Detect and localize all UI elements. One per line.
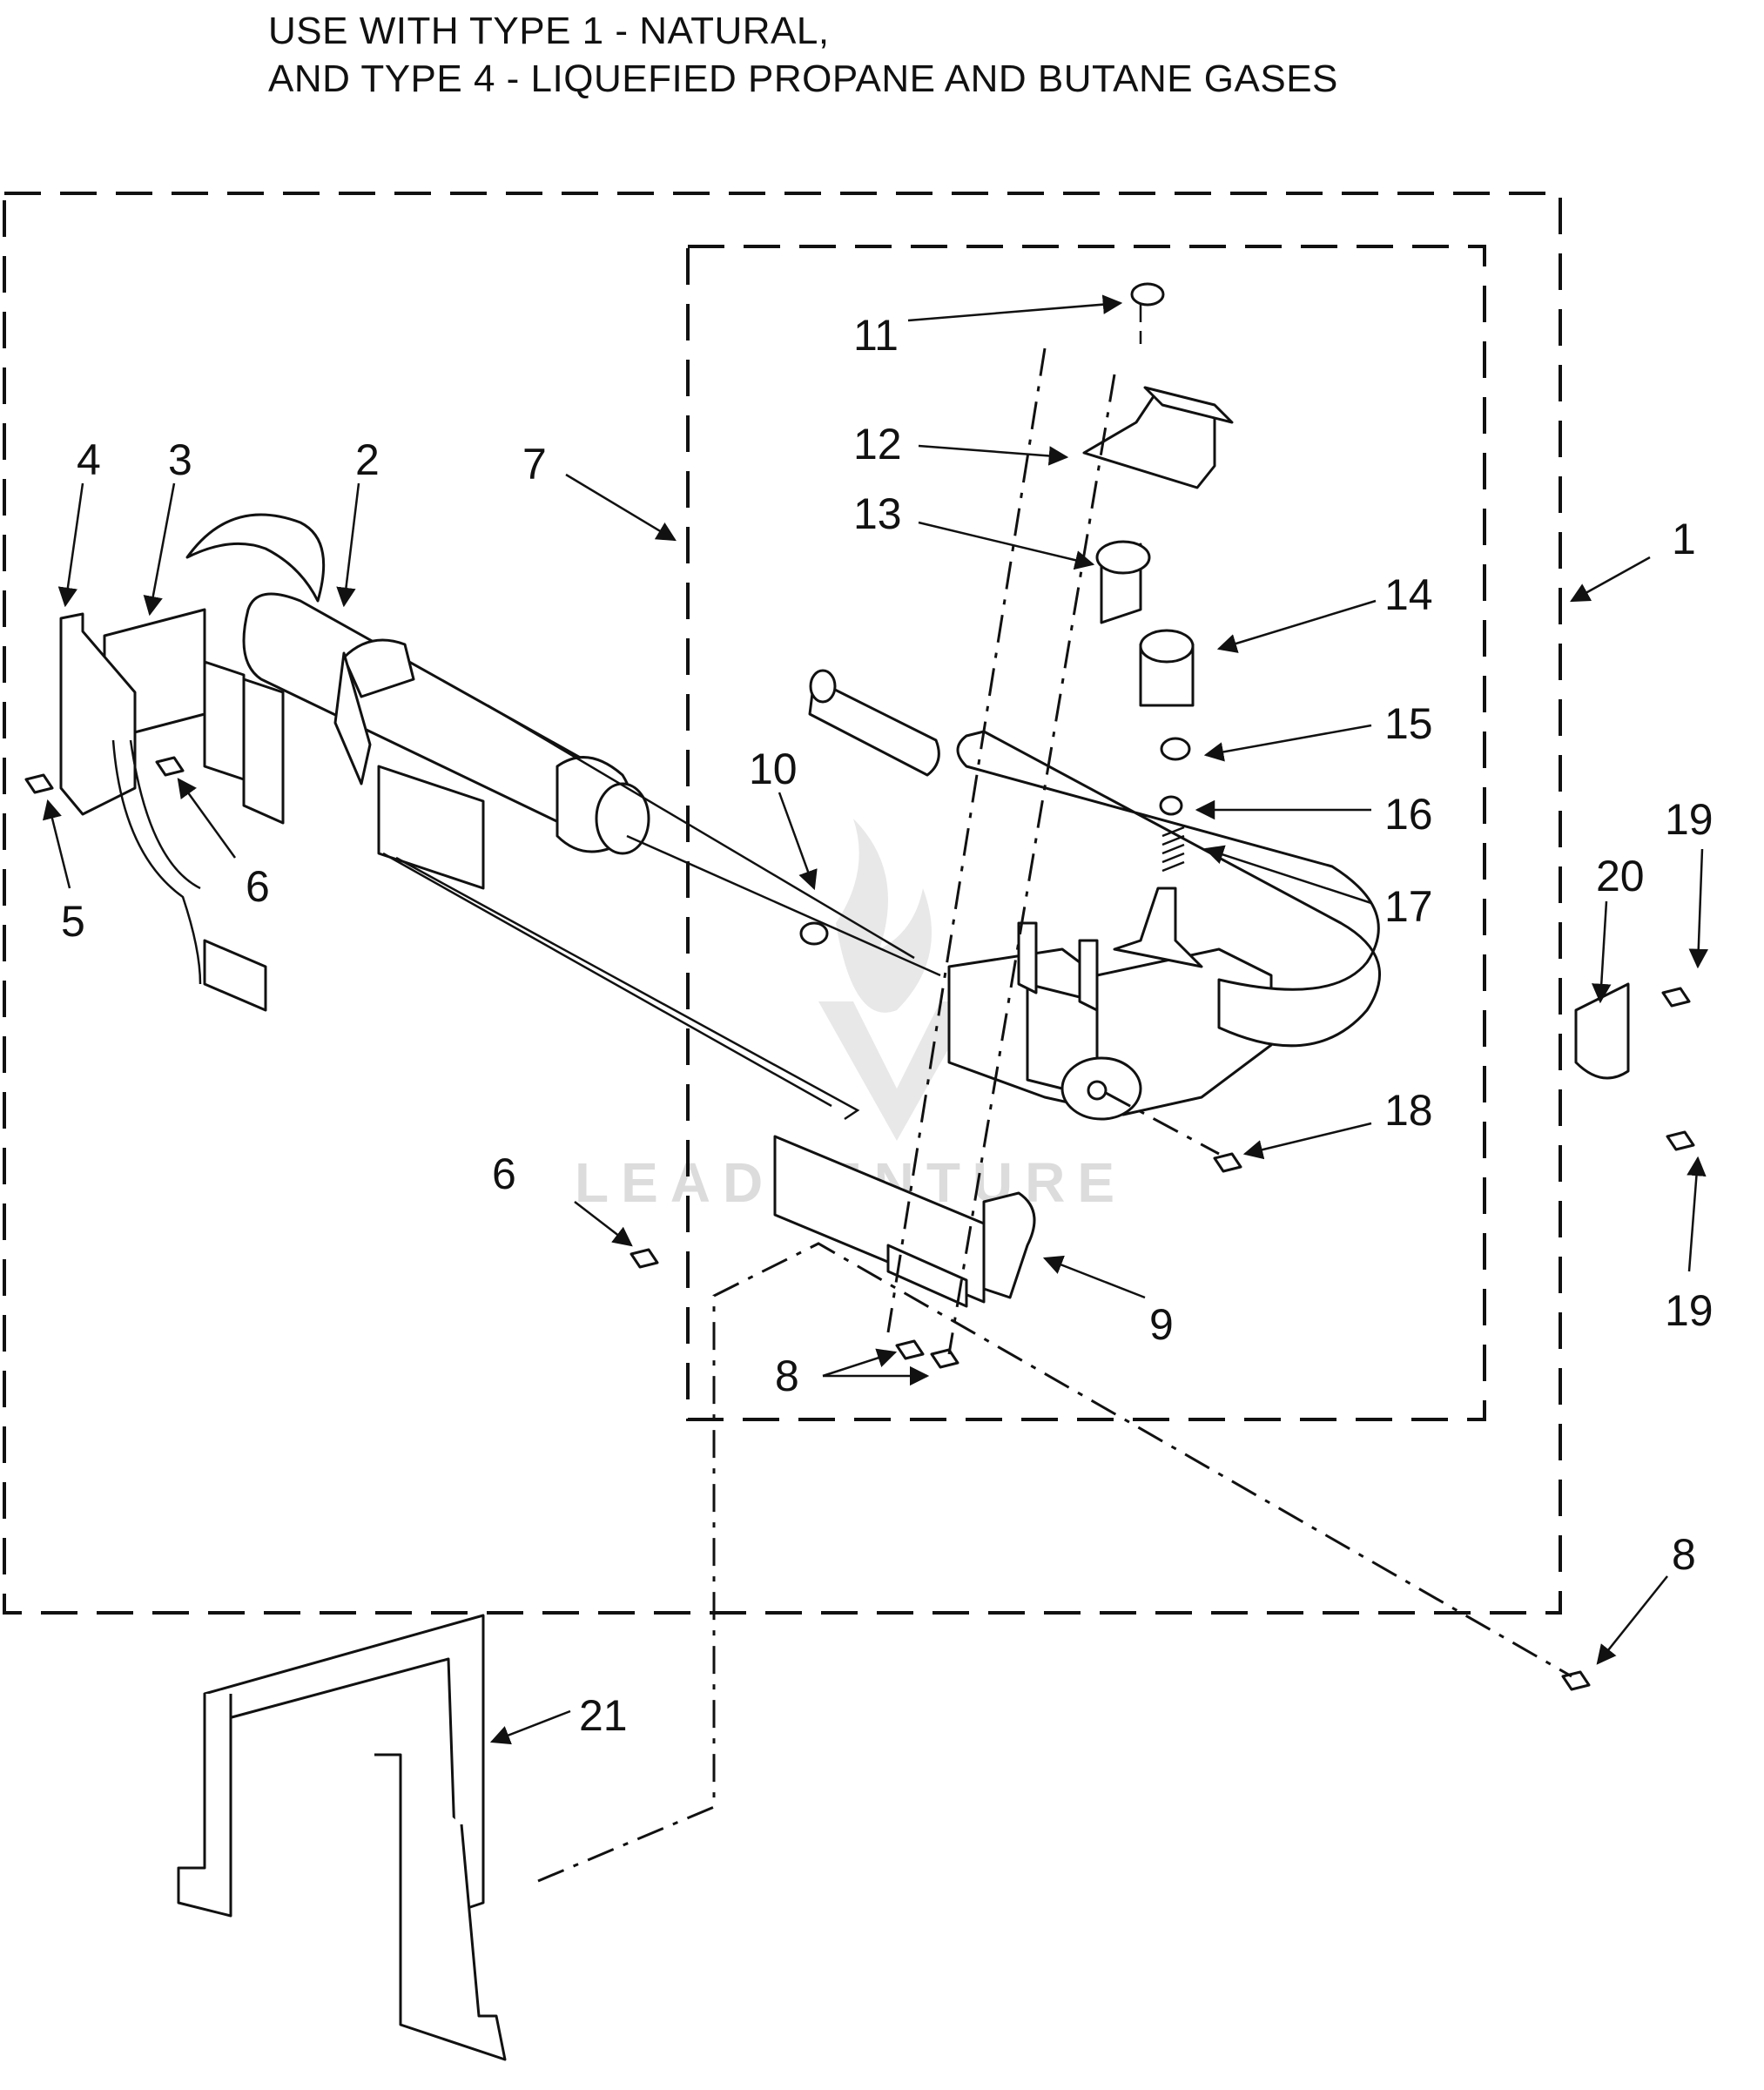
leader-arrows (42, 294, 1708, 1745)
callout-14: 14 (1384, 570, 1433, 619)
lead-line-21 (537, 1242, 1572, 1883)
callout-11: 11 (853, 311, 899, 360)
callout-8-right: 8 (1672, 1530, 1696, 1579)
callout-21: 21 (579, 1691, 628, 1740)
callout-6-upper: 6 (246, 862, 270, 911)
valve-coils (1095, 540, 1195, 873)
callout-18: 18 (1384, 1086, 1433, 1135)
sleeve (808, 669, 940, 777)
callout-17: 17 (1384, 882, 1433, 931)
callout-16: 16 (1384, 790, 1433, 839)
burner-tube (185, 513, 650, 855)
callout-13: 13 (853, 489, 902, 538)
title-line-2: AND TYPE 4 - LIQUEFIED PROPANE AND BUTAN… (268, 57, 1338, 100)
orifice (626, 834, 941, 977)
burner-bracket (377, 704, 915, 1121)
callout-8-lower: 8 (775, 1352, 799, 1400)
callout-15: 15 (1384, 699, 1433, 748)
igniter-bracket (59, 608, 285, 1012)
callout-1: 1 (1672, 515, 1696, 563)
callout-12: 12 (853, 420, 902, 469)
callout-20: 20 (1596, 852, 1645, 900)
title-line-1: USE WITH TYPE 1 - NATURAL, (268, 10, 830, 52)
callout-9: 9 (1149, 1300, 1174, 1349)
diagram-title: USE WITH TYPE 1 - NATURAL, AND TYPE 4 - … (268, 7, 1338, 103)
callout-labels: 1 2 3 4 5 6 6 7 8 8 9 10 11 12 13 14 15 … (61, 311, 1714, 1740)
fasteners (24, 756, 1695, 1691)
callout-19-lower: 19 (1665, 1286, 1714, 1335)
assembly-1-outline (3, 192, 1562, 1615)
callout-4: 4 (77, 435, 101, 484)
callout-10: 10 (749, 745, 798, 793)
callout-19-upper: 19 (1665, 795, 1714, 844)
callout-6-lower: 6 (492, 1150, 516, 1198)
callout-7: 7 (522, 440, 547, 489)
manifold-bracket (773, 1135, 1036, 1308)
callout-5: 5 (61, 897, 85, 946)
coil-bracket (1082, 282, 1234, 489)
gas-valve (947, 730, 1381, 1121)
callout-2: 2 (355, 435, 380, 484)
base-bracket (177, 1614, 507, 2061)
assembly-7-outline (686, 245, 1486, 1421)
clip (1574, 982, 1630, 1080)
lead-line-valve (886, 347, 1220, 1355)
callout-3: 3 (168, 435, 192, 484)
